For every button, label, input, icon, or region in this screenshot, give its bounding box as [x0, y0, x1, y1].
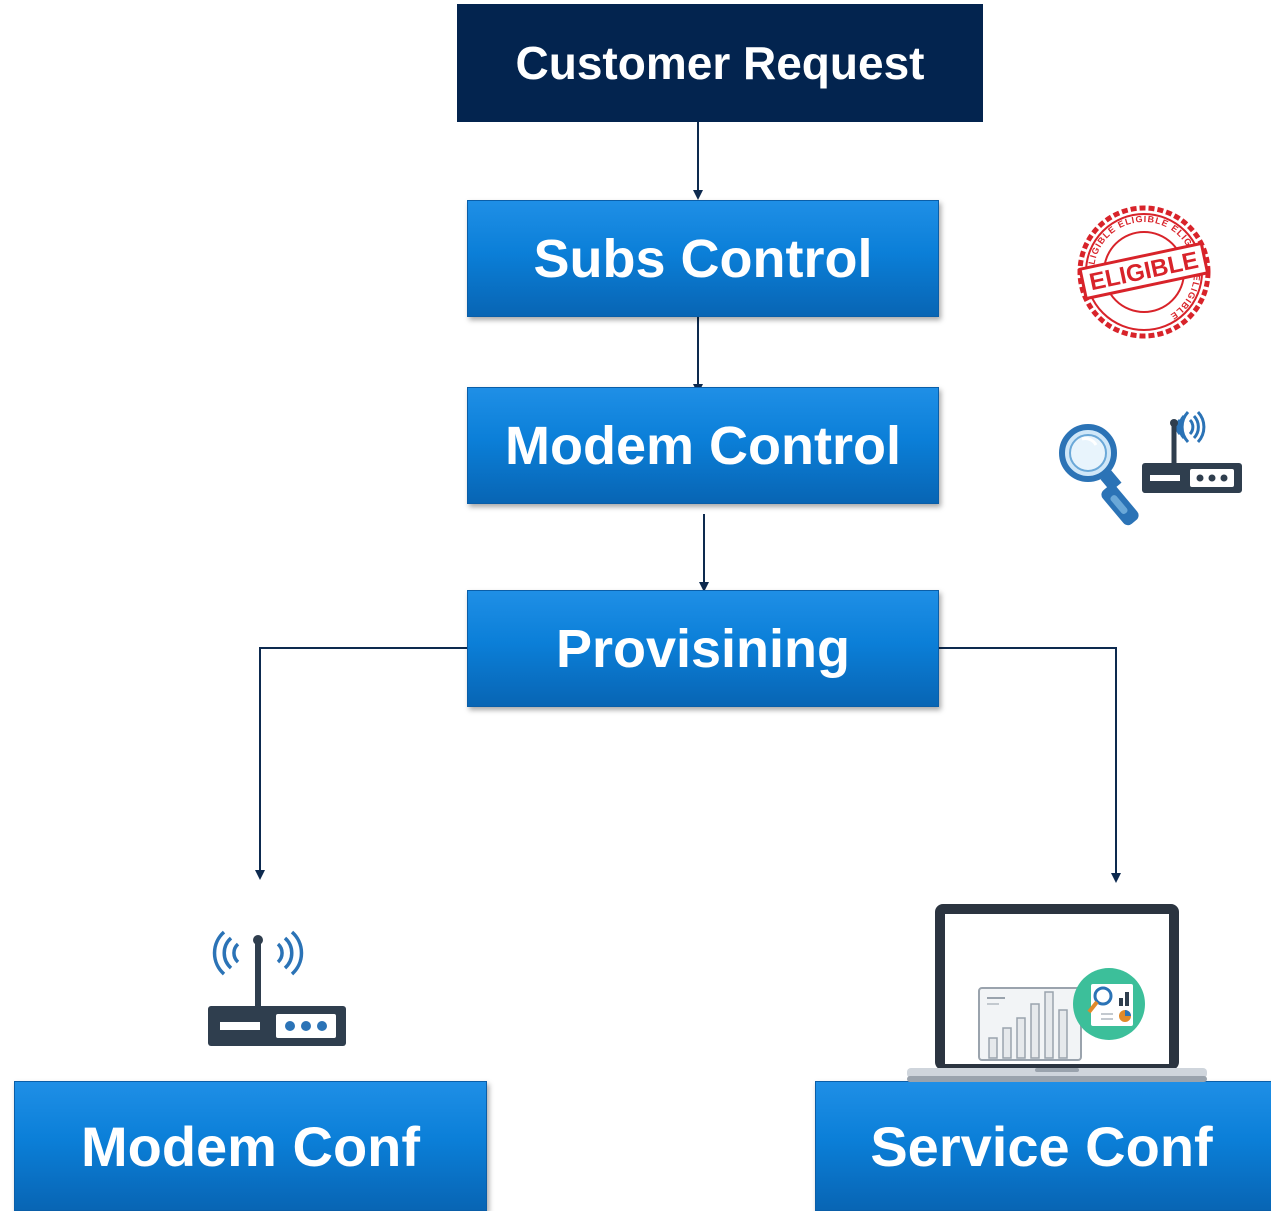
modem-conf-node: Modem Conf [14, 1081, 487, 1211]
modem-control-node: Modem Control [467, 387, 939, 504]
chart-panel-icon [978, 987, 1082, 1061]
customer-request-node: Customer Request [457, 4, 983, 122]
subs-control-node: Subs Control [467, 200, 939, 317]
arrow-provisioning-to-service-conf [939, 647, 1121, 883]
search-router-icon [1059, 410, 1242, 526]
provisioning-node: Provisining [467, 590, 939, 707]
router-small-icon [1142, 410, 1242, 493]
report-badge-icon [1073, 968, 1145, 1040]
arrow-provisioning-to-modem-conf [255, 647, 467, 880]
router-icon [208, 930, 346, 1046]
magnifier-icon [1059, 424, 1139, 526]
eligible-stamp-icon: ELIGIBLE ELIGIBLE ELIGIBLE ELIGIBLE ELIG… [1077, 205, 1211, 339]
service-conf-node: Service Conf [815, 1081, 1271, 1211]
laptop-analytics-icon [907, 904, 1207, 1082]
